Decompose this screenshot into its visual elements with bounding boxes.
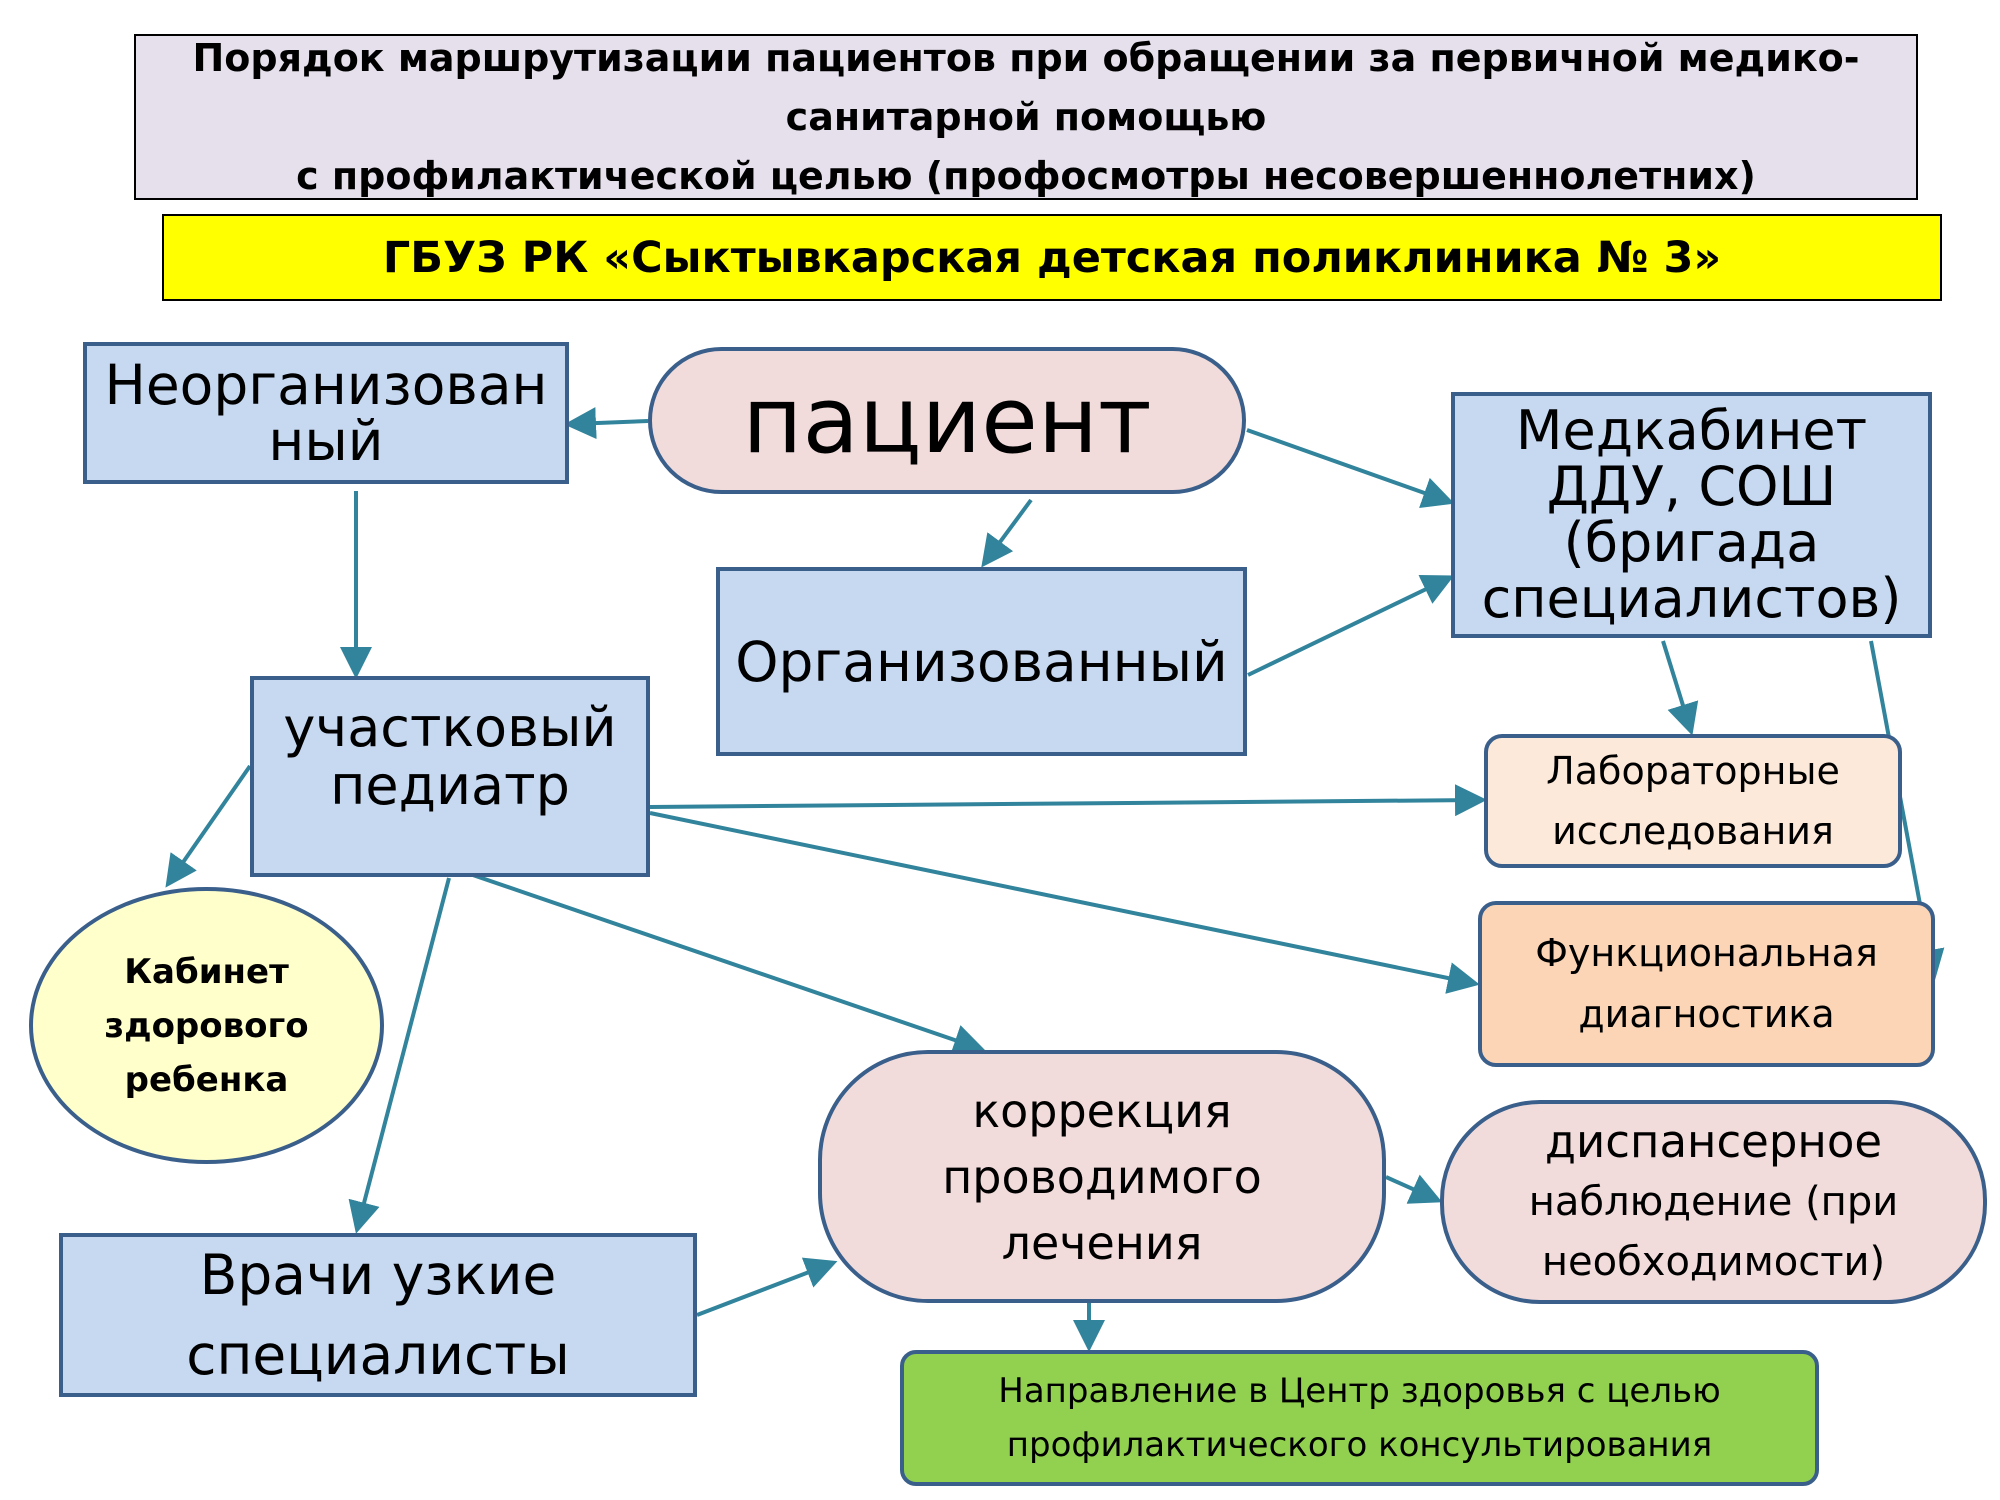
healthy-child-line-3: ребенка — [124, 1059, 289, 1100]
dispensary-line-2: наблюдение (при — [1528, 1179, 1899, 1225]
medcabinet-line-2: ДДУ, СОШ — [1546, 455, 1837, 518]
dispensary-line-1: диспансерное — [1544, 1115, 1883, 1168]
arrow-medcabinet-to-lab — [1661, 640, 1699, 736]
organization-banner: ГБУЗ РК «Сыктывкарская детская поликлини… — [162, 214, 1942, 301]
node-pediatrician: участковый педиатр — [250, 676, 650, 877]
health-center-line-2: профилактического консультирования — [1006, 1425, 1713, 1465]
correction-line-3: лечения — [1001, 1215, 1203, 1270]
arrow-pediatrician-to-specialists — [348, 877, 451, 1234]
node-unorganized: Неорганизован ный — [83, 342, 569, 484]
lab-line-2: исследования — [1552, 809, 1834, 853]
arrow-patient-to-medcabinet — [1246, 428, 1455, 509]
lab-line-1: Лабораторные — [1546, 749, 1840, 793]
node-functional: Функциональная диагностика — [1478, 901, 1935, 1067]
pediatrician-line-1: участковый — [283, 695, 617, 759]
diagram-title: Порядок маршрутизации пациентов при обра… — [134, 34, 1918, 200]
health-center-line-1: Направление в Центр здоровья с целью — [998, 1371, 1721, 1411]
healthy-child-line-2: здорового — [104, 1005, 309, 1046]
node-specialists: Врачи узкие специалисты — [59, 1233, 697, 1397]
node-patient: пациент — [648, 347, 1246, 494]
dispensary-line-3: необходимости) — [1541, 1239, 1886, 1285]
arrow-pediatrician-to-correction — [466, 871, 986, 1056]
title-line-3: с профилактической целью (профосмотры не… — [296, 153, 1756, 198]
specialists-line-1: Врачи узкие — [199, 1243, 557, 1307]
specialists-line-2: специалисты — [186, 1323, 570, 1387]
node-organized: Организованный — [716, 567, 1247, 756]
arrow-correction-to-dispensary — [1385, 1174, 1443, 1204]
unorganized-line-1: Неорганизован — [104, 353, 548, 417]
title-line-1: Порядок маршрутизации пациентов при обра… — [192, 35, 1860, 80]
healthy-child-line-1: Кабинет — [124, 951, 289, 992]
node-healthy-child: Кабинет здорового ребенка — [29, 887, 384, 1164]
title-line-2: санитарной помощью — [785, 94, 1267, 139]
node-lab: Лабораторные исследования — [1484, 734, 1902, 868]
correction-line-2: проводимого — [942, 1149, 1262, 1204]
node-correction: коррекция проводимого лечения — [818, 1050, 1386, 1303]
unorganized-line-2: ный — [268, 409, 384, 473]
medcabinet-line-3: (бригада — [1563, 511, 1820, 574]
medcabinet-line-4: специалистов) — [1481, 567, 1902, 630]
medcabinet-line-1: Медкабинет — [1515, 399, 1868, 462]
functional-line-1: Функциональная — [1535, 931, 1878, 975]
node-dispensary: диспансерное наблюдение (при необходимос… — [1440, 1100, 1987, 1304]
arrow-pediatrician-to-functional — [649, 811, 1480, 994]
arrow-specialists-to-correction — [696, 1257, 838, 1317]
pediatrician-line-2: педиатр — [330, 753, 570, 817]
functional-line-2: диагностика — [1578, 992, 1835, 1036]
arrow-patient-to-unorganized — [564, 407, 649, 440]
arrow-patient-to-organized — [981, 498, 1033, 568]
correction-line-1: коррекция — [972, 1083, 1232, 1138]
arrow-organized-to-medcabinet — [1247, 575, 1455, 677]
node-medcabinet: Медкабинет ДДУ, СОШ (бригада специалисто… — [1451, 392, 1932, 638]
arrow-pediatrician-to-healthy-child — [165, 764, 252, 888]
arrow-pediatrician-to-lab — [649, 784, 1487, 817]
node-health-center: Направление в Центр здоровья с целью про… — [900, 1350, 1819, 1486]
